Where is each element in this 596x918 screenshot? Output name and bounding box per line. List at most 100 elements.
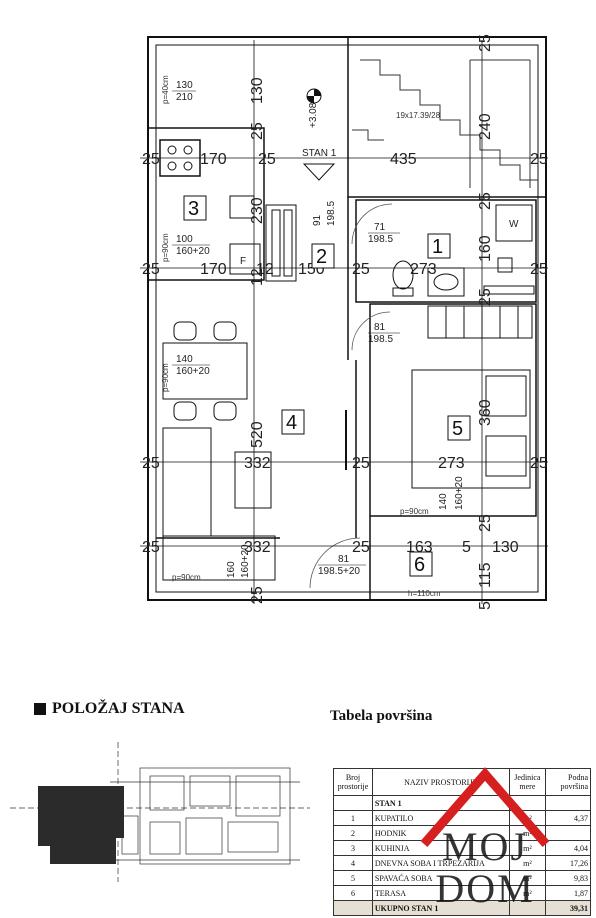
table-total-row: UKUPNO STAN 1 39,31 [333, 900, 591, 916]
stair-steps [352, 59, 538, 188]
row-no: 6 [333, 885, 373, 901]
room-number-5: 5 [447, 415, 471, 441]
svg-text:2: 2 [316, 246, 327, 268]
dim-12: 12 [256, 261, 274, 278]
dim-25: 25 [352, 261, 370, 278]
dim-170: 170 [200, 151, 227, 168]
bathroom-wall [355, 199, 537, 303]
entrance-arrow-icon [302, 163, 336, 181]
dim-25: 25 [142, 261, 160, 278]
kitchen-wall [147, 127, 265, 281]
row-no: 4 [333, 855, 373, 871]
bullet-square-icon [34, 703, 46, 715]
window-height: 160+20 [176, 246, 210, 257]
svg-text:1: 1 [432, 236, 443, 258]
svg-text:6: 6 [414, 554, 425, 576]
inner-wall-outline [155, 44, 539, 593]
dim-25-v: 25 [477, 192, 494, 210]
dim-435: 435 [390, 151, 417, 168]
window-width: 100 [176, 234, 193, 245]
parapet-label: p=90cm [161, 233, 170, 262]
door-width: 81 [338, 554, 350, 565]
total-name: UKUPNO STAN 1 [371, 900, 510, 916]
window-width: 160 [226, 561, 237, 578]
parapet-label: p=90cm [161, 363, 170, 392]
door-width: 91 [312, 214, 323, 226]
dim-520-v: 520 [249, 421, 266, 448]
table-title: Tabela površina [330, 708, 433, 724]
washer-label: W [509, 219, 519, 230]
dim-25: 25 [530, 261, 548, 278]
window-height: 160+20 [454, 476, 465, 510]
stan-label: STAN 1 [302, 148, 337, 159]
room-number-3: 3 [183, 195, 207, 221]
dim-25: 25 [142, 151, 160, 168]
dim-25: 25 [142, 539, 160, 556]
floor-plan: F W [140, 34, 548, 610]
room-number-1: 1 [427, 233, 451, 259]
door-height: 198.5 [326, 201, 337, 226]
outer-wall [147, 36, 547, 601]
washer-icon [495, 204, 533, 242]
parapet-label: p=90cm [172, 573, 201, 582]
header-area: Podna površina [545, 768, 591, 796]
total-area: 39,31 [545, 900, 591, 916]
total-cell [508, 900, 547, 916]
dim-25: 25 [530, 151, 548, 168]
window-height: 160+20 [176, 366, 210, 377]
dim-360-v: 360 [477, 399, 494, 426]
room-number-4: 4 [281, 409, 305, 435]
total-cell [333, 900, 373, 916]
fridge-label: F [240, 256, 246, 267]
door-width: 81 [374, 322, 386, 333]
dim-25: 25 [352, 539, 370, 556]
row-no: 5 [333, 870, 373, 886]
bedroom-wall [369, 303, 537, 517]
fridge-icon [229, 243, 261, 275]
window-height: 160+20 [240, 544, 251, 578]
header-no: Broj prostorije [333, 768, 373, 796]
dim-115-v: 115 [477, 562, 494, 588]
row-no: 2 [333, 825, 373, 841]
dim-230-v: 230 [249, 197, 266, 224]
door-height: 198.5 [368, 334, 393, 345]
radiator-icon [483, 257, 535, 295]
dim-25-v: 25 [249, 586, 266, 604]
row-no: 3 [333, 840, 373, 856]
parapet-label: p=90cm [400, 507, 429, 516]
dim-25-v: 25 [477, 288, 494, 306]
roof-icon [420, 767, 550, 847]
window-width: 140 [176, 354, 193, 365]
moj-dom-logo: MOJ DOM [420, 767, 550, 910]
dim-25: 25 [258, 151, 276, 168]
row-no: 1 [333, 810, 373, 826]
bed-icon [411, 369, 531, 489]
position-title-text: POLOŽAJ STANA [52, 700, 185, 717]
door-height: 198.5 [368, 234, 393, 245]
dim-25-v: 25 [249, 122, 266, 140]
apartment-highlight [38, 786, 124, 864]
dim-273: 273 [438, 455, 465, 472]
parapet-label: p=40cm [161, 75, 170, 104]
logo-line-1: MOJ [442, 824, 528, 869]
dim-160-v: 160 [477, 235, 494, 262]
level-mark: +3.08 [308, 102, 319, 128]
stair-note: 19x17.39/28 [396, 111, 441, 120]
svg-text:3: 3 [188, 198, 199, 220]
dim-5-v: 5 [477, 601, 494, 610]
door-width: 71 [374, 222, 386, 233]
position-title: POLOŽAJ STANA [34, 700, 185, 718]
section-cell [333, 795, 373, 811]
sofa-icon [162, 427, 276, 581]
dim-5: 5 [462, 539, 471, 556]
logo-line-2: DOM [435, 866, 534, 910]
window-height: 210 [176, 92, 193, 103]
svg-text:4: 4 [286, 412, 297, 434]
dim-332: 332 [244, 455, 271, 472]
window-width: 140 [438, 493, 449, 510]
room-number-2: 2 [311, 243, 335, 269]
dim-25: 25 [530, 455, 548, 472]
toilet-icon [392, 260, 414, 297]
dim-130: 130 [492, 539, 519, 556]
hall-wardrobe [265, 204, 297, 282]
